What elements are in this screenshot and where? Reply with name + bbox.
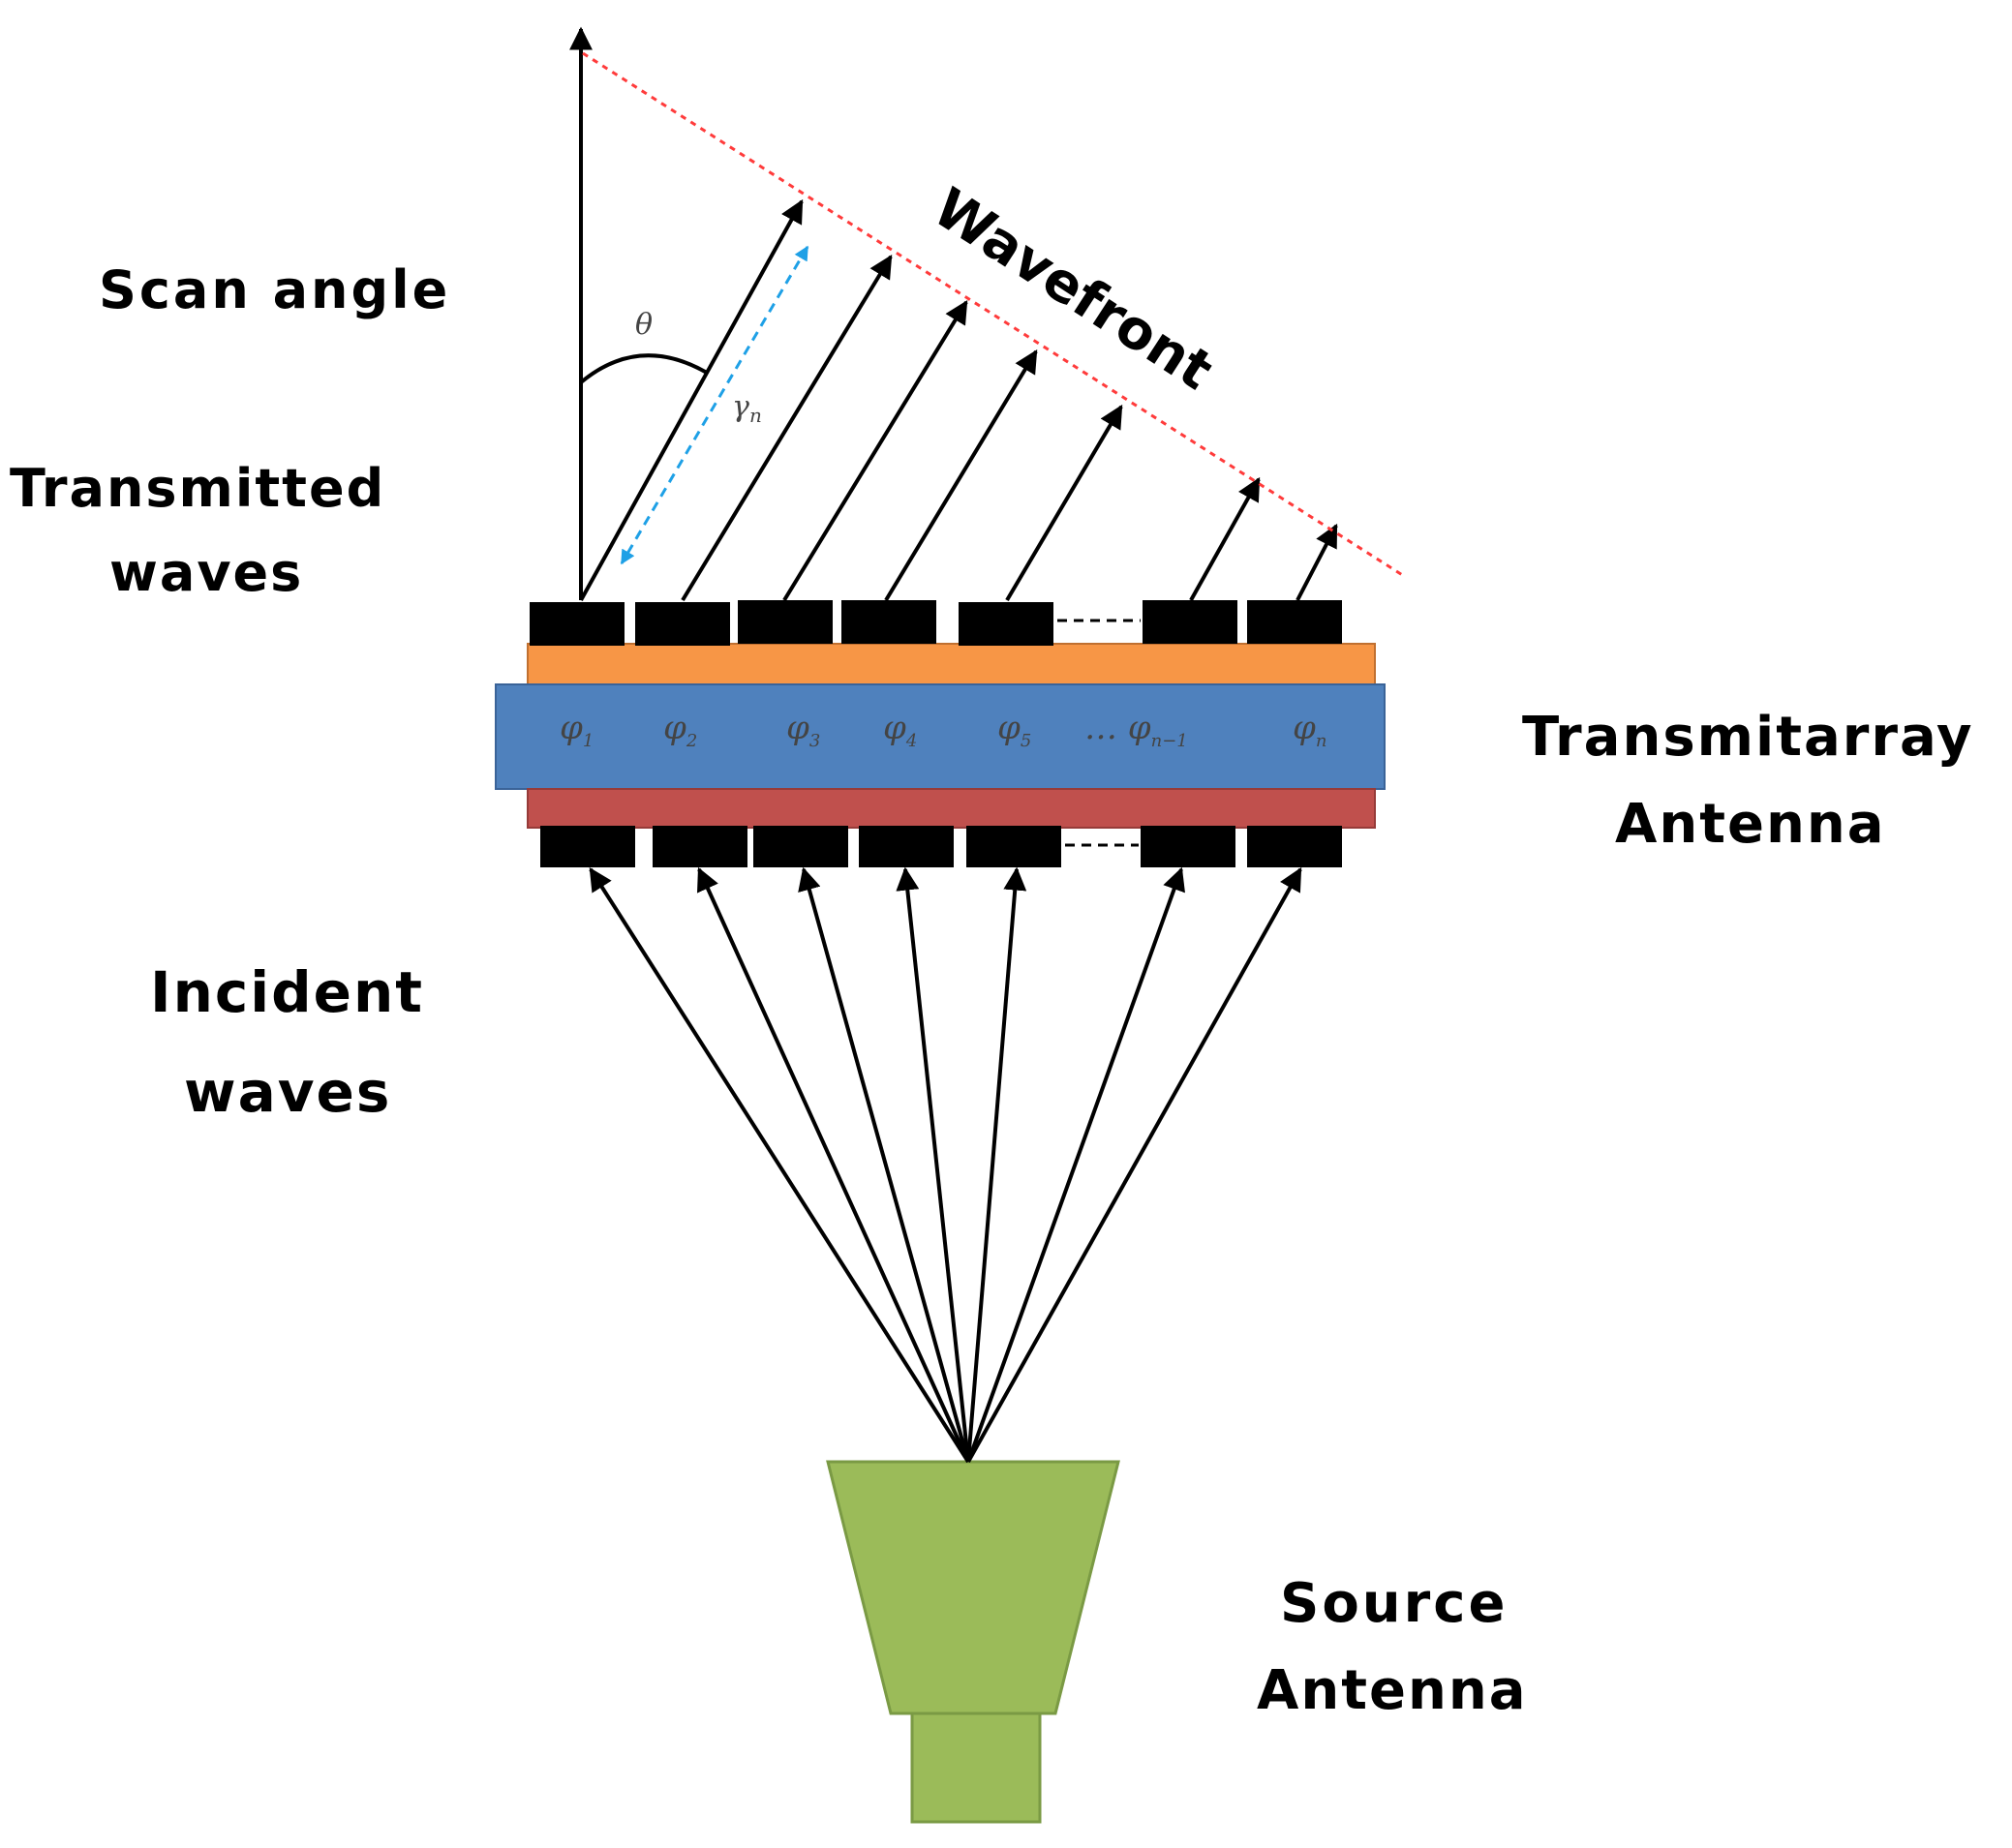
top-element-1 [530, 602, 625, 646]
phase-label-n-minus-1: … φn−1 [1084, 709, 1188, 751]
transmitted-arrow-6 [1189, 476, 1261, 601]
transmitted-waves-label-line1: Transmitted [10, 458, 385, 519]
bottom-layer [527, 788, 1376, 829]
phase-label-2: φ2 [663, 709, 697, 751]
middle-layer [495, 683, 1386, 790]
transmitted-waves-label-line2: waves [109, 542, 303, 603]
horn-flare [826, 1460, 1120, 1715]
bottom-element-5 [966, 826, 1061, 867]
bottom-element-3 [753, 826, 848, 867]
bottom-element-2 [653, 826, 747, 867]
phase-label-4: φ4 [883, 709, 917, 751]
transmitted-arrow-2 [681, 254, 893, 602]
gamma-symbol: γn [732, 390, 762, 427]
incident-arrow-4 [896, 866, 970, 1463]
source-antenna [826, 1460, 1120, 1824]
incident-arrow-3 [798, 866, 970, 1463]
theta-symbol: θ [635, 308, 653, 342]
top-element-2 [635, 602, 730, 646]
source-antenna-label-line1: Source [1280, 1572, 1508, 1635]
bottom-elements [540, 826, 1342, 867]
phase-label-n: φn [1293, 709, 1326, 751]
bottom-element-1 [540, 826, 635, 867]
phase-labels: φ1 φ2 φ3 φ4 φ5 … φn−1 φn [560, 709, 1326, 751]
transmitarray-label-line1: Transmitarray [1522, 706, 1974, 769]
bottom-element-7 [1247, 826, 1342, 867]
phase-label-5: φ5 [997, 709, 1031, 751]
bottom-element-4 [859, 826, 954, 867]
source-antenna-label-line2: Antenna [1257, 1659, 1527, 1722]
top-element-7 [1247, 600, 1342, 644]
top-layer [527, 643, 1376, 685]
horn-waveguide [910, 1712, 1042, 1824]
scan-angle-arc [579, 353, 708, 384]
incident-arrow-7 [966, 866, 1302, 1463]
transmitarray-label-line2: Antenna [1615, 793, 1885, 856]
bottom-element-6 [1141, 826, 1235, 867]
transmitted-arrow-7 [1296, 523, 1338, 601]
path-length-arrow [620, 245, 809, 565]
top-element-4 [841, 600, 936, 644]
incident-arrow-6 [966, 866, 1185, 1463]
incident-waves [589, 866, 1302, 1464]
incident-arrow-2 [697, 866, 970, 1463]
top-element-5 [959, 602, 1053, 646]
incident-waves-label-line1: Incident [150, 959, 424, 1025]
transmitted-waves [579, 198, 1338, 602]
wavefront-line [582, 51, 1405, 578]
incident-waves-label-line2: waves [184, 1059, 391, 1125]
top-elements [530, 600, 1342, 646]
top-element-3 [738, 600, 833, 644]
phase-label-1: φ1 [560, 709, 594, 751]
transmitted-arrow-4 [884, 348, 1038, 602]
scan-angle-label: Scan angle [99, 259, 450, 320]
incident-arrow-5 [966, 866, 1027, 1463]
transmitted-arrow-3 [782, 299, 968, 602]
wavefront-label: Wavefront [922, 176, 1223, 403]
transmitted-arrow-1 [579, 198, 804, 601]
incident-arrow-1 [589, 866, 970, 1464]
transmitted-arrow-5 [1005, 404, 1123, 602]
top-element-6 [1143, 600, 1237, 644]
phase-label-3: φ3 [786, 709, 820, 751]
